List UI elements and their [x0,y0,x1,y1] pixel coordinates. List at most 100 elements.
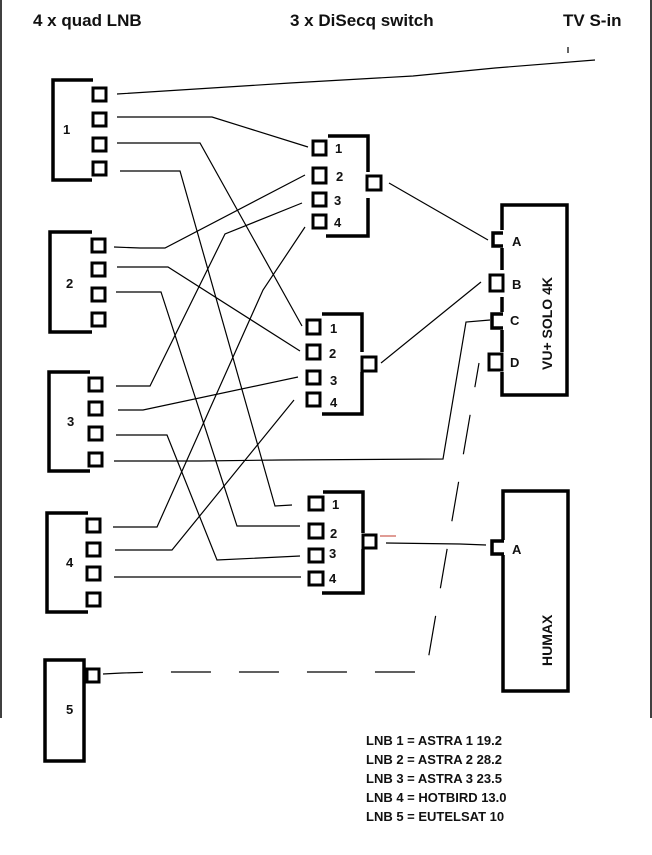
lnb-label: 5 [66,702,73,717]
lnb-port [90,237,107,254]
wire [118,376,299,411]
lnb-port [85,667,101,684]
switch-body [322,490,365,595]
lnb-label: 2 [66,276,73,291]
lnb-port [85,565,102,582]
lnb-2: 2 [48,230,107,334]
lnb-port [87,376,104,393]
legend-item: LNB 3 = ASTRA 3 23.5 [366,771,502,786]
diseqc-switch-2: 1 2 3 4 [305,312,378,416]
switch-port-label: 1 [335,141,342,156]
receiver-name: VU+ SOLO 4K [539,277,555,370]
lnb-port [91,111,108,128]
switch-port-label: 4 [330,395,338,410]
lnb-port [91,86,108,103]
receiver-port-label: A [512,234,522,249]
lnb-port [90,261,107,278]
receiver-body [500,203,569,397]
switch-port-label: 1 [330,321,337,336]
lnb-port [87,451,104,468]
receiver-name: HUMAX [539,614,555,666]
legend: LNB 1 = ASTRA 1 19.2 LNB 2 = ASTRA 2 28.… [366,733,507,824]
lnb-body [51,78,93,182]
legend-item: LNB 2 = ASTRA 2 28.2 [366,752,502,767]
switch-port-label: 2 [330,526,337,541]
switch-body [326,134,370,238]
wire [117,142,303,327]
switch-output-port [365,174,383,192]
legend-item: LNB 5 = EUTELSAT 10 [366,809,504,824]
wire [116,59,596,95]
wire [117,266,301,352]
receiver-port [490,312,503,330]
lnb-port [90,286,107,303]
receiver-port [487,352,504,372]
lnb-1: 1 [51,78,108,182]
lnb-port [91,136,108,153]
wire [113,226,306,528]
diseqc-switch-1: 1 2 3 4 [311,134,383,238]
wire [116,434,301,561]
wire-dashed [102,362,480,675]
receiver-port [488,273,505,293]
switch-port-label: 1 [332,497,339,512]
switch-port [307,547,325,564]
wire [388,182,489,241]
header-tv: TV S-in [563,11,622,30]
lnb-body [48,230,92,334]
header-switch: 3 x DiSecq switch [290,11,434,30]
switch-port [311,191,328,208]
switch-port [311,166,328,185]
receiver-vu-solo-4k: A B C D VU+ SOLO 4K [487,203,569,397]
switch-body [322,312,364,416]
receiver-port-label: A [512,542,522,557]
receiver-port-label: B [512,277,521,292]
lnb-label: 3 [67,414,74,429]
switch-port [307,522,325,540]
diseqc-switch-3: 1 2 3 4 [307,490,378,595]
receiver-port-label: D [510,355,519,370]
switch-port [307,495,325,512]
header-lnb: 4 x quad LNB [33,11,142,30]
lnb-label: 4 [66,555,74,570]
wire [385,542,487,546]
switch-output-port [361,533,378,550]
wire [117,116,309,148]
switch-port [305,318,322,336]
wire [113,174,306,249]
receiver-body [501,489,570,693]
switch-port-label: 3 [334,193,341,208]
lnb-port [87,400,104,417]
lnb-port [90,311,107,328]
wire [120,170,293,507]
wire [116,291,300,527]
legend-item: LNB 1 = ASTRA 1 19.2 [366,733,502,748]
lnb-4: 4 [45,511,102,614]
switch-port-label: 3 [329,546,336,561]
lnb-5: 5 [43,658,101,763]
wire [114,319,491,462]
wire [380,281,482,364]
wire [115,399,295,551]
switch-port-label: 2 [329,346,336,361]
receiver-port [490,539,504,556]
lnb-port [85,517,102,534]
receiver-port-label: C [510,313,520,328]
lnb-body [45,511,88,614]
lnb-port [85,541,102,558]
switch-port-label: 4 [329,571,337,586]
switch-output-port [360,355,378,373]
receiver-humax: A HUMAX [490,489,570,693]
lnb-port [85,591,102,608]
switch-port-label: 3 [330,373,337,388]
lnb-port [87,425,104,442]
switch-port [305,343,322,361]
switch-port-label: 2 [336,169,343,184]
legend-item: LNB 4 = HOTBIRD 13.0 [366,790,507,805]
switch-port-label: 4 [334,215,342,230]
lnb-body [43,658,86,763]
receiver-port [491,231,503,248]
switch-port [311,213,328,230]
switch-port [305,391,322,408]
